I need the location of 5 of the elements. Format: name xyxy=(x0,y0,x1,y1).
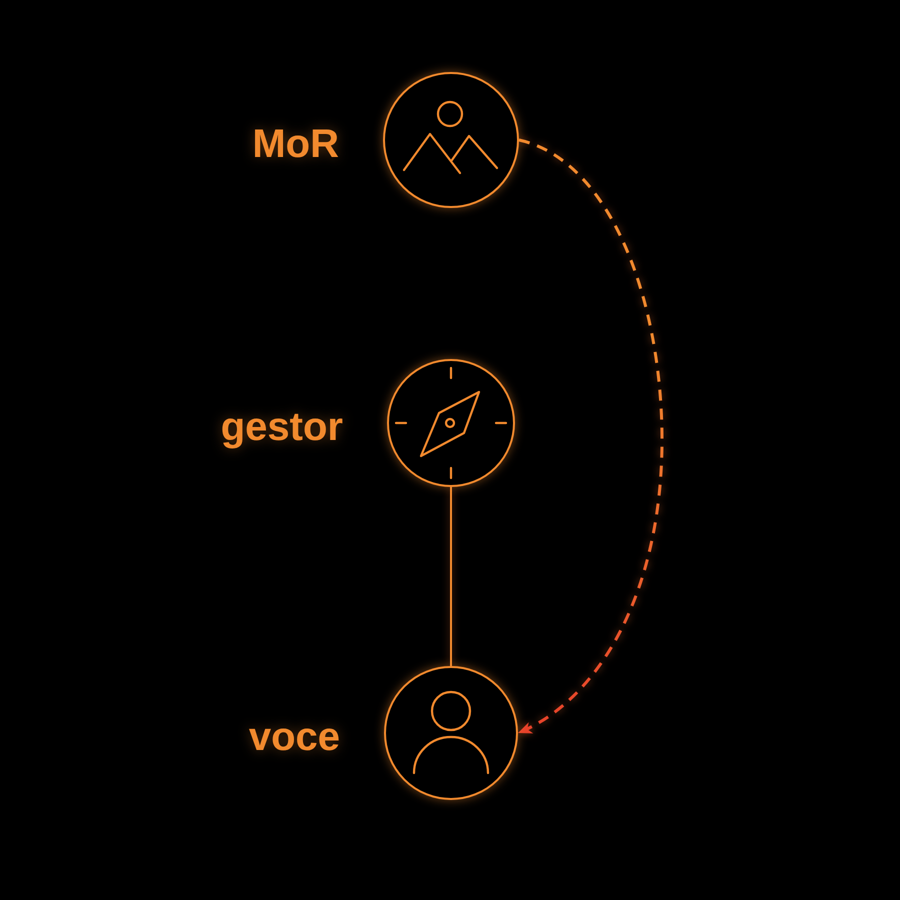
node-label: voce xyxy=(248,717,340,757)
node-label: gestor xyxy=(220,407,343,447)
connector-line xyxy=(450,487,452,666)
node-label: MoR xyxy=(252,124,339,164)
dashed-arrow xyxy=(517,138,664,734)
